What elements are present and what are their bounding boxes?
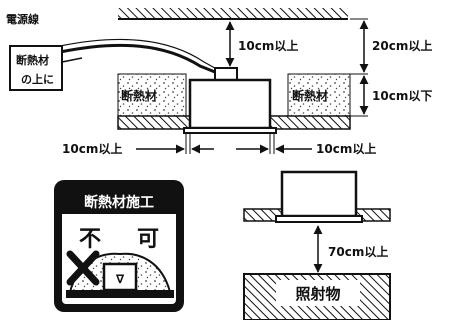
dim-ceiling-clearance-label: 20cm以上: [372, 38, 432, 53]
junction-terminal: [214, 67, 238, 81]
insulation-callout-line2: の上に: [21, 72, 54, 86]
illuminated-object-label: 照射物: [295, 285, 340, 303]
insulation-right-label: 断熱材: [292, 88, 328, 103]
warning-char-left: 不: [79, 227, 101, 252]
warning-title: 断熱材施工: [84, 194, 154, 211]
ceiling-slab-right: [269, 115, 351, 130]
prohibited-x-icon: [66, 250, 100, 286]
dim-side-left-label: 10cm以上: [62, 141, 122, 156]
dim-recess-depth-label: 10cm以下: [372, 89, 432, 103]
insulation-callout-line1: 断熱材: [16, 53, 49, 67]
warning-char-right: 可: [137, 227, 159, 252]
insulation-left-label: 断熱材: [121, 88, 157, 103]
ceiling-slab-left: [117, 115, 191, 130]
upper-ceiling-hatch: [118, 8, 348, 19]
dim-object-distance-label: 70cm以上: [328, 244, 388, 259]
svg-text:∇: ∇: [116, 272, 125, 286]
insulation-callout-box: [9, 45, 63, 91]
light-fixture-box: [188, 78, 272, 130]
insulation-block-left: [117, 73, 187, 117]
dim-side-right-label: 10cm以上: [316, 141, 376, 156]
power-cable-label: 電源線: [6, 12, 39, 26]
fixture-flange-lower: [275, 215, 363, 223]
dim-top-clearance-label: 10cm以上: [238, 38, 298, 53]
light-fixture-flange: [183, 127, 277, 134]
fixture-body-lower: [280, 170, 358, 218]
power-cable: [59, 43, 221, 76]
